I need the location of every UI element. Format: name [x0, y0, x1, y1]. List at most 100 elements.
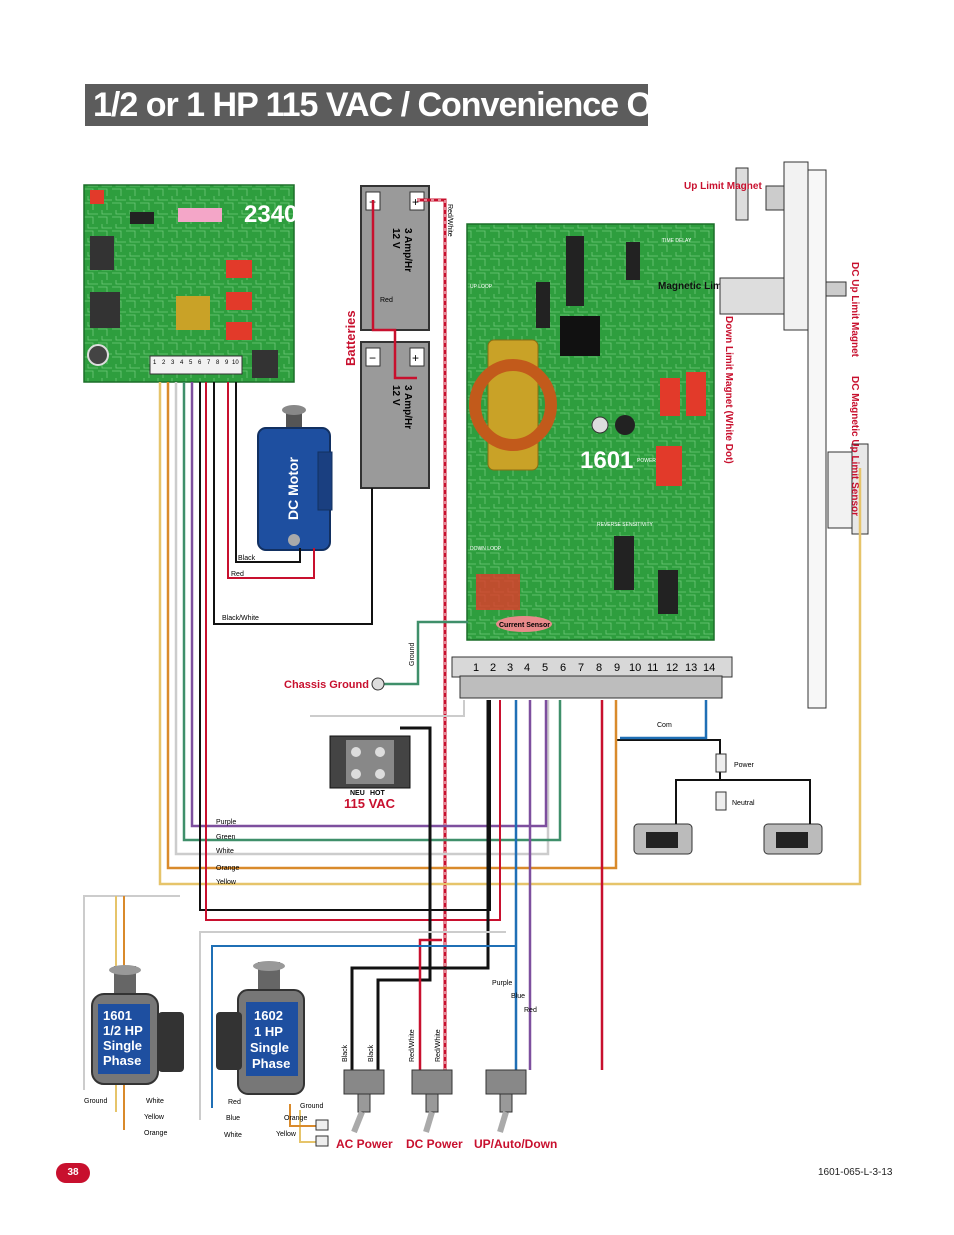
transformer [176, 296, 210, 330]
wire-red-battery [371, 200, 417, 380]
terminal-1601-label: 1 [473, 662, 479, 674]
switch-up-auto-down[interactable] [485, 1069, 527, 1133]
terminal-2340-label: 6 [198, 360, 202, 366]
terminal-1601-label: 11 [647, 662, 658, 674]
wire-label-com: Com [657, 722, 672, 729]
wire-orange [166, 382, 618, 870]
chassis-ground-label: Chassis Ground [284, 679, 369, 691]
document-code: 1601-065-L-3-13 [818, 1167, 893, 1178]
battery-plus: + [412, 351, 419, 365]
outlets [633, 823, 823, 855]
wire-label-black-2: Black [368, 1044, 375, 1062]
motor-1601-phase: Phase [103, 1053, 141, 1068]
dc-motor-label: DC Motor [285, 456, 301, 520]
board-1601: Current Sensor 1601 TIME DELAY REVERSE S… [466, 223, 765, 641]
wire-label-yellow-1601: Yellow [144, 1114, 165, 1121]
wire-label-yellow-1602: Yellow [276, 1131, 297, 1138]
dip-switch [178, 208, 222, 222]
neutral-connector [715, 791, 727, 811]
terminal-2340-label: 7 [207, 360, 211, 366]
motor-1601-hp: 1/2 HP [103, 1023, 143, 1038]
switch-ac-power[interactable] [343, 1069, 385, 1134]
harness-labels: Purple Green White Orange Yellow Purple … [216, 819, 537, 1062]
terminal-2340-label: 1 [153, 360, 157, 366]
battery-top-voltage: 12 V [390, 228, 401, 249]
terminal-1601-label: 3 [507, 662, 513, 674]
terminal-1601-label: 7 [578, 662, 584, 674]
wire-yellow [158, 382, 862, 886]
reverse-sensitivity-label: REVERSE SENSITIVITY [597, 522, 654, 528]
ic-chip [566, 236, 584, 306]
motor-1602-hp: 1 HP [254, 1024, 283, 1039]
power-connector [715, 753, 727, 773]
wire-label-purple-switch: Purple [492, 980, 512, 987]
battery-bottom-capacity: 3 Amp/Hr [402, 385, 413, 429]
wire-label-yellow: Yellow [216, 879, 237, 886]
wire-label-red-1602: Red [228, 1099, 241, 1106]
page-number: 38 [56, 1163, 90, 1183]
wire-label-blue-switch: Blue [511, 993, 525, 1000]
down-loop-label: DOWN LOOP [470, 546, 502, 552]
wire-label-black: Black [238, 555, 256, 562]
wire-ground [382, 620, 468, 686]
wire-label-red-motor: Red [231, 571, 244, 578]
dc-magnetic-up-limit-sensor [827, 451, 853, 529]
terminal-numbers: 1 2 3 4 5 6 7 8 9 10 11 12 13 14 [473, 662, 715, 674]
terminal-2340-label: 8 [216, 360, 220, 366]
terminal-1601-label: 13 [685, 662, 697, 674]
dc-up-limit-magnet-label: DC Up Limit Magnet [849, 262, 860, 358]
wire-black-motor [235, 382, 301, 563]
terminal-1601-label: 5 [542, 662, 548, 674]
motor-1601-single: Single [103, 1038, 142, 1053]
terminal-2340-label: 2 [162, 360, 166, 366]
hot-label: HOT [370, 790, 386, 797]
terminal-1601-label: 6 [560, 662, 566, 674]
wire-label-red-switch: Red [524, 1007, 537, 1014]
wire-label-power: Power [734, 762, 755, 769]
terminal-1601-label: 10 [629, 662, 641, 674]
limit-rail [719, 161, 869, 709]
battery-minus: − [369, 351, 376, 365]
battery-plus: + [412, 195, 419, 209]
magnetic-limit-sensor-label: Magnetic Limit Sensor [658, 281, 765, 292]
wire-label-white-1602: White [224, 1132, 242, 1139]
dc-motor: DC Motor [257, 405, 333, 551]
motor-1601: 1601 1/2 HP Single Phase [91, 965, 184, 1085]
dip-switch [686, 372, 706, 416]
dip-switch [656, 446, 682, 486]
wire-label-red-white-1: Red/White [409, 1029, 416, 1062]
terminal-1601-label: 9 [614, 662, 620, 674]
board-2340-terminal-strip [149, 355, 243, 375]
up-loop-label: UP LOOP [470, 284, 493, 290]
wire-label-orange-1601: Orange [144, 1130, 167, 1137]
wire-label-black-white: Black/White [222, 615, 259, 622]
time-delay-label: TIME DELAY [662, 238, 692, 244]
terminal-1601-label: 14 [703, 662, 715, 674]
power-led-label: POWER [637, 458, 656, 464]
red-capacitor [90, 190, 104, 204]
terminal-2340-label: 5 [189, 360, 193, 366]
connector [315, 1135, 329, 1147]
terminal-1601-label: 12 [666, 662, 678, 674]
dc-magnetic-up-limit-sensor-label: DC Magnetic Up Limit Sensor [849, 376, 860, 516]
down-limit-magnet-label: Down Limit Magnet (White Dot) [723, 316, 734, 464]
wire-label-blue-1602: Blue [226, 1115, 240, 1122]
switch-dc-power[interactable] [411, 1069, 453, 1133]
wire-label-ground: Ground [409, 643, 416, 666]
dc-power-label: DC Power [406, 1137, 463, 1151]
motor-1602-single: Single [250, 1040, 289, 1055]
page-title: 1/2 or 1 HP 115 VAC / Convenience Open [85, 84, 710, 126]
magnetic-limit-sensor-text: Magnetic Limit Sensor [658, 281, 765, 292]
board-1601-label: 1601 [580, 447, 633, 474]
ac-power-label: AC Power [336, 1137, 393, 1151]
wire-label-white: White [216, 848, 234, 855]
up-auto-down-label: UP/Auto/Down [474, 1137, 557, 1151]
board-2340: 1 2 3 4 5 6 7 8 9 10 2340 [83, 184, 297, 383]
terminal-1601-label: 8 [596, 662, 602, 674]
motor-1602-phase: Phase [252, 1056, 290, 1071]
board-2340-terminals: 1 2 3 4 5 6 7 8 9 10 [153, 360, 239, 366]
terminal-2340-label: 10 [232, 360, 239, 366]
wire-white [174, 382, 550, 856]
terminal-2340-label: 9 [225, 360, 229, 366]
